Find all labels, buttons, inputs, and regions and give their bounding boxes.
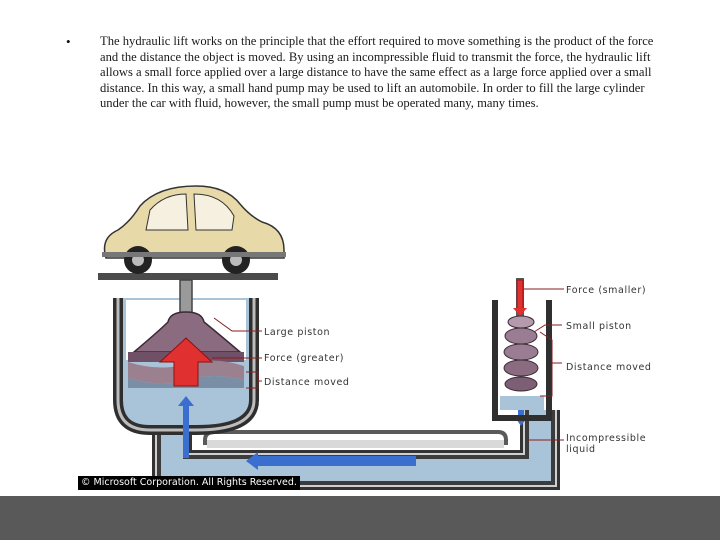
body-paragraph: The hydraulic lift works on the principl…: [100, 34, 654, 111]
label-force-greater: Force (greater): [264, 353, 344, 364]
label-distance-moved-large: Distance moved: [264, 377, 350, 388]
small-piston: [503, 315, 539, 392]
label-incompressible: Incompressible: [566, 433, 646, 444]
car-illustration: [102, 185, 286, 274]
label-large-piston: Large piston: [264, 327, 330, 338]
leader-lines: [212, 288, 564, 441]
footer-band: [0, 496, 720, 540]
force-smaller-arrow: [513, 279, 527, 316]
label-distance-moved-small: Distance moved: [566, 362, 652, 373]
copyright-notice: © Microsoft Corporation. All Rights Rese…: [78, 476, 300, 490]
label-liquid: liquid: [566, 444, 596, 455]
label-small-piston: Small piston: [566, 321, 632, 332]
bullet-marker: •: [66, 34, 71, 49]
force-greater-arrow: [158, 337, 214, 387]
label-force-smaller: Force (smaller): [566, 285, 646, 296]
